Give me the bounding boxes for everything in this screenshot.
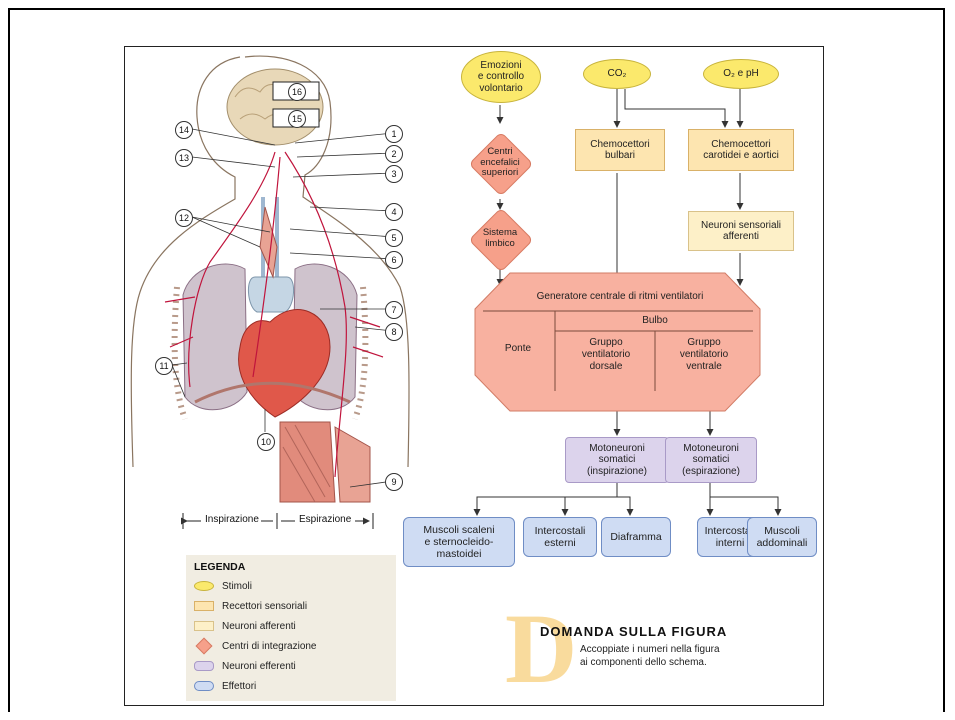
question-letter: D [505, 599, 577, 699]
motor-neurons-expiration: Motoneuroni somatici (espirazione) [665, 437, 757, 483]
callout-9: 9 [385, 473, 403, 491]
callout-2: 2 [385, 145, 403, 163]
callout-14: 14 [175, 121, 193, 139]
legend-item-receptors: Recettori sensoriali [194, 599, 307, 613]
effector-abdominal-muscles: Muscoli addominali [747, 517, 817, 557]
legend-title: LEGENDA [194, 561, 245, 573]
motor-neurons-inspiration: Motoneuroni somatici (inspirazione) [565, 437, 669, 483]
callout-15: 15 [288, 110, 306, 128]
phase-expiration: Espirazione [297, 514, 353, 525]
effector-scalene-scm: Muscoli scaleni e sternocleido- mastoide… [403, 517, 515, 567]
legend-item-stimuli: Stimoli [194, 579, 252, 593]
carotid-aortic-chemoreceptors: Chemocettori carotidei e aortici [688, 129, 794, 171]
generator-pons: Ponte [483, 343, 553, 355]
legend: LEGENDA Stimoli Recettori sensoriali Neu… [186, 555, 396, 701]
higher-brain-centers: Centri encefalici superiori [468, 131, 532, 195]
callout-11: 11 [155, 357, 173, 375]
legend-item-integration: Centri di integrazione [194, 639, 317, 653]
ventral-respiratory-group: Gruppo ventilatorio ventrale [655, 337, 753, 373]
legend-item-afferent: Neuroni afferenti [194, 619, 296, 633]
bulbar-chemoreceptors: Chemocettori bulbari [575, 129, 665, 171]
respiratory-control-figure: Emozioni e controllo volontario CO₂ O₂ e… [124, 46, 824, 706]
stimulus-o2-ph: O₂ e pH [703, 59, 779, 89]
question-text: Accoppiate i numeri nella figura ai comp… [580, 644, 720, 669]
callout-10: 10 [257, 433, 275, 451]
stimulus-co2: CO₂ [583, 59, 651, 89]
callout-13: 13 [175, 149, 193, 167]
generator-title: Generatore centrale di ritmi ventilatori [485, 291, 755, 303]
callout-1: 1 [385, 125, 403, 143]
callout-6: 6 [385, 251, 403, 269]
effector-diaphragm: Diaframma [601, 517, 671, 557]
phase-inspiration: Inspirazione [203, 514, 261, 525]
legend-item-efferent: Neuroni efferenti [194, 659, 296, 673]
dorsal-respiratory-group: Gruppo ventilatorio dorsale [557, 337, 655, 373]
callout-8: 8 [385, 323, 403, 341]
question-title: DOMANDA SULLA FIGURA [540, 624, 727, 639]
brain-illustration [227, 69, 323, 145]
callout-4: 4 [385, 203, 403, 221]
callout-7: 7 [385, 301, 403, 319]
afferent-sensory-neurons: Neuroni sensoriali afferenti [688, 211, 794, 251]
limbic-system: Sistema limbico [468, 207, 532, 271]
generator-medulla: Bulbo [557, 315, 753, 327]
callout-5: 5 [385, 229, 403, 247]
stimulus-emotions: Emozioni e controllo volontario [461, 51, 541, 103]
callout-12: 12 [175, 209, 193, 227]
legend-item-effectors: Effettori [194, 679, 256, 693]
callout-3: 3 [385, 165, 403, 183]
effector-external-intercostals: Intercostali esterni [523, 517, 597, 557]
callout-16: 16 [288, 83, 306, 101]
